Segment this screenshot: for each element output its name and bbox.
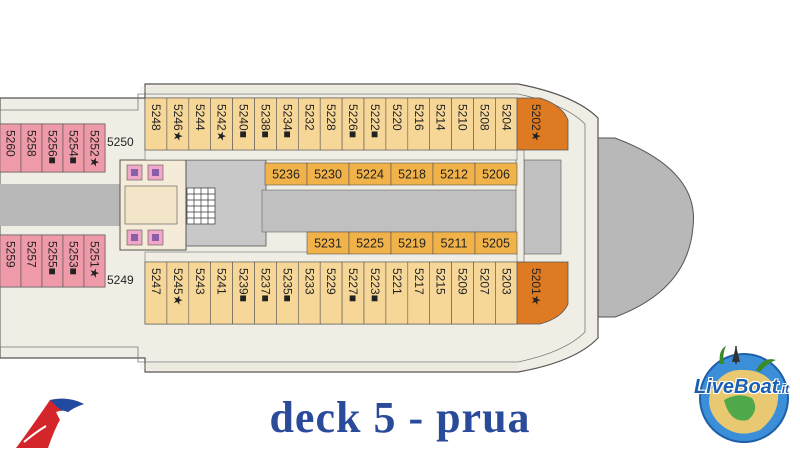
cabin-number: 5221 — [390, 268, 404, 295]
cabin-number: 5258 — [25, 130, 39, 157]
cabin-number: 5234■ — [280, 104, 294, 138]
cabin-number: 5245★ — [171, 268, 185, 305]
cabin-5202-label: 5202★ — [529, 104, 543, 141]
cabin-number: 5223■ — [368, 268, 382, 302]
inside-top-cabins: 5236 5230 5224 5218 5212 5206 — [264, 162, 518, 186]
cabin-number: 5238■ — [258, 104, 272, 138]
inside-cabin-number: 5219 — [398, 237, 426, 251]
inside-cabin-number: 5231 — [314, 237, 342, 251]
cabin-number: 5248 — [149, 104, 163, 131]
cabin-number: 5235■ — [280, 268, 294, 302]
cabin-number: 5204 — [499, 104, 513, 131]
inside-bottom-cabins: 5231 5225 5219 5211 5205 — [306, 231, 518, 255]
forward-corridor — [261, 189, 519, 233]
cabin-number: 5220 — [390, 104, 404, 131]
cabin-number: 5243 — [193, 268, 207, 295]
inside-cabin-number: 5206 — [482, 168, 510, 182]
staircase — [186, 187, 216, 225]
cabin-number: 5229 — [324, 268, 338, 295]
forward-top-balcony — [144, 149, 518, 161]
cabin-number: 5240■ — [237, 104, 251, 138]
cabin-number: 5253■ — [67, 241, 81, 275]
inside-cabin-number: 5218 — [398, 168, 426, 182]
inside-cabin-number: 5236 — [272, 168, 300, 182]
cabin-number: 5244 — [193, 104, 207, 131]
cabin-number: 5256■ — [46, 130, 60, 164]
suite-5201 — [516, 261, 569, 325]
deck-title: deck 5 - prua — [269, 393, 531, 442]
cabin-number: 5214 — [434, 104, 448, 131]
cabin-number: 5251★ — [88, 241, 102, 278]
cabin-number: 5237■ — [258, 268, 272, 302]
inside-cabin-number: 5230 — [314, 168, 342, 182]
cabin-number: 5209 — [456, 268, 470, 295]
stairs-left — [124, 185, 178, 225]
forward-bottom-cabins: 5247 5245★ 5243 5241 5239■ 5237■ 5235■ 5233 5229… — [144, 261, 518, 325]
cabin-number: 5255■ — [46, 241, 60, 275]
bow-inner-area — [523, 159, 562, 255]
bow-tip — [567, 137, 695, 318]
promenade-line — [0, 93, 586, 363]
inside-cabin-number: 5212 — [440, 168, 468, 182]
inside-cabin-number: 5211 — [441, 237, 468, 251]
cabin-5201-label: 5201★ — [529, 268, 543, 305]
cabin-number: 5228 — [324, 104, 338, 131]
cabin-number: 5247 — [149, 268, 163, 295]
cabin-number: 5246★ — [171, 104, 185, 141]
lift-icons — [126, 164, 164, 246]
inside-cabin-number: 5205 — [482, 237, 510, 251]
central-corridor — [0, 184, 120, 226]
suite-5202 — [516, 97, 569, 151]
cabin-number: 5207 — [477, 268, 491, 295]
cabin-5250-label: 5250 — [107, 135, 134, 149]
cabin-number: 5257 — [25, 241, 39, 268]
cabin-number: 5259 — [4, 241, 18, 268]
cabin-number: 5208 — [477, 104, 491, 131]
forward-top-cabins: 5248 5246★ 5244 5242★ 5240■ 5238■ 5234■ 5232 522… — [144, 97, 518, 151]
liveboat-logo: LiveBoat.it — [690, 340, 795, 450]
cabin-number: 5241 — [215, 268, 229, 295]
lift-door — [131, 169, 138, 176]
inside-cabin-number: 5224 — [356, 168, 384, 182]
aft-bottom-cabins: 5259 5257 5255■ 5253■ 5251★ — [0, 234, 106, 288]
cabin-number: 5203 — [499, 268, 513, 295]
inside-cabin-number: 5225 — [356, 237, 384, 251]
cabin-5249-label: 5249 — [107, 273, 134, 287]
cabin-cell — [83, 123, 106, 173]
inside-cabin-cell — [474, 231, 518, 255]
cabin-number: 5252★ — [88, 130, 102, 167]
cabin-number: 5242★ — [215, 104, 229, 141]
deck-texture — [140, 87, 518, 369]
cabin-number: 5254■ — [67, 130, 81, 164]
cabin-number: 5239■ — [237, 268, 251, 302]
cabin-number: 5226■ — [346, 104, 360, 138]
inside-cabin-cell — [474, 162, 518, 186]
cabin-number: 5222■ — [368, 104, 382, 138]
lift-door — [152, 234, 159, 241]
cabin-cell — [83, 234, 106, 288]
cabin-number: 5210 — [456, 104, 470, 131]
liveboat-wordmark: LiveBoat.it — [694, 376, 790, 398]
cabin-number: 5260 — [4, 130, 18, 157]
cabin-number: 5215 — [434, 268, 448, 295]
cabin-number: 5227■ — [346, 268, 360, 302]
cabin-number: 5232 — [302, 104, 316, 131]
cabin-number: 5233 — [302, 268, 316, 295]
cabin-number: 5217 — [412, 268, 426, 295]
lift-door — [152, 169, 159, 176]
cabin-number: 5216 — [412, 104, 426, 131]
aft-top-cabins: 5260 5258 5256■ 5254■ 5252★ — [0, 123, 106, 173]
carnival-logo — [16, 398, 84, 448]
lift-door — [131, 234, 138, 241]
